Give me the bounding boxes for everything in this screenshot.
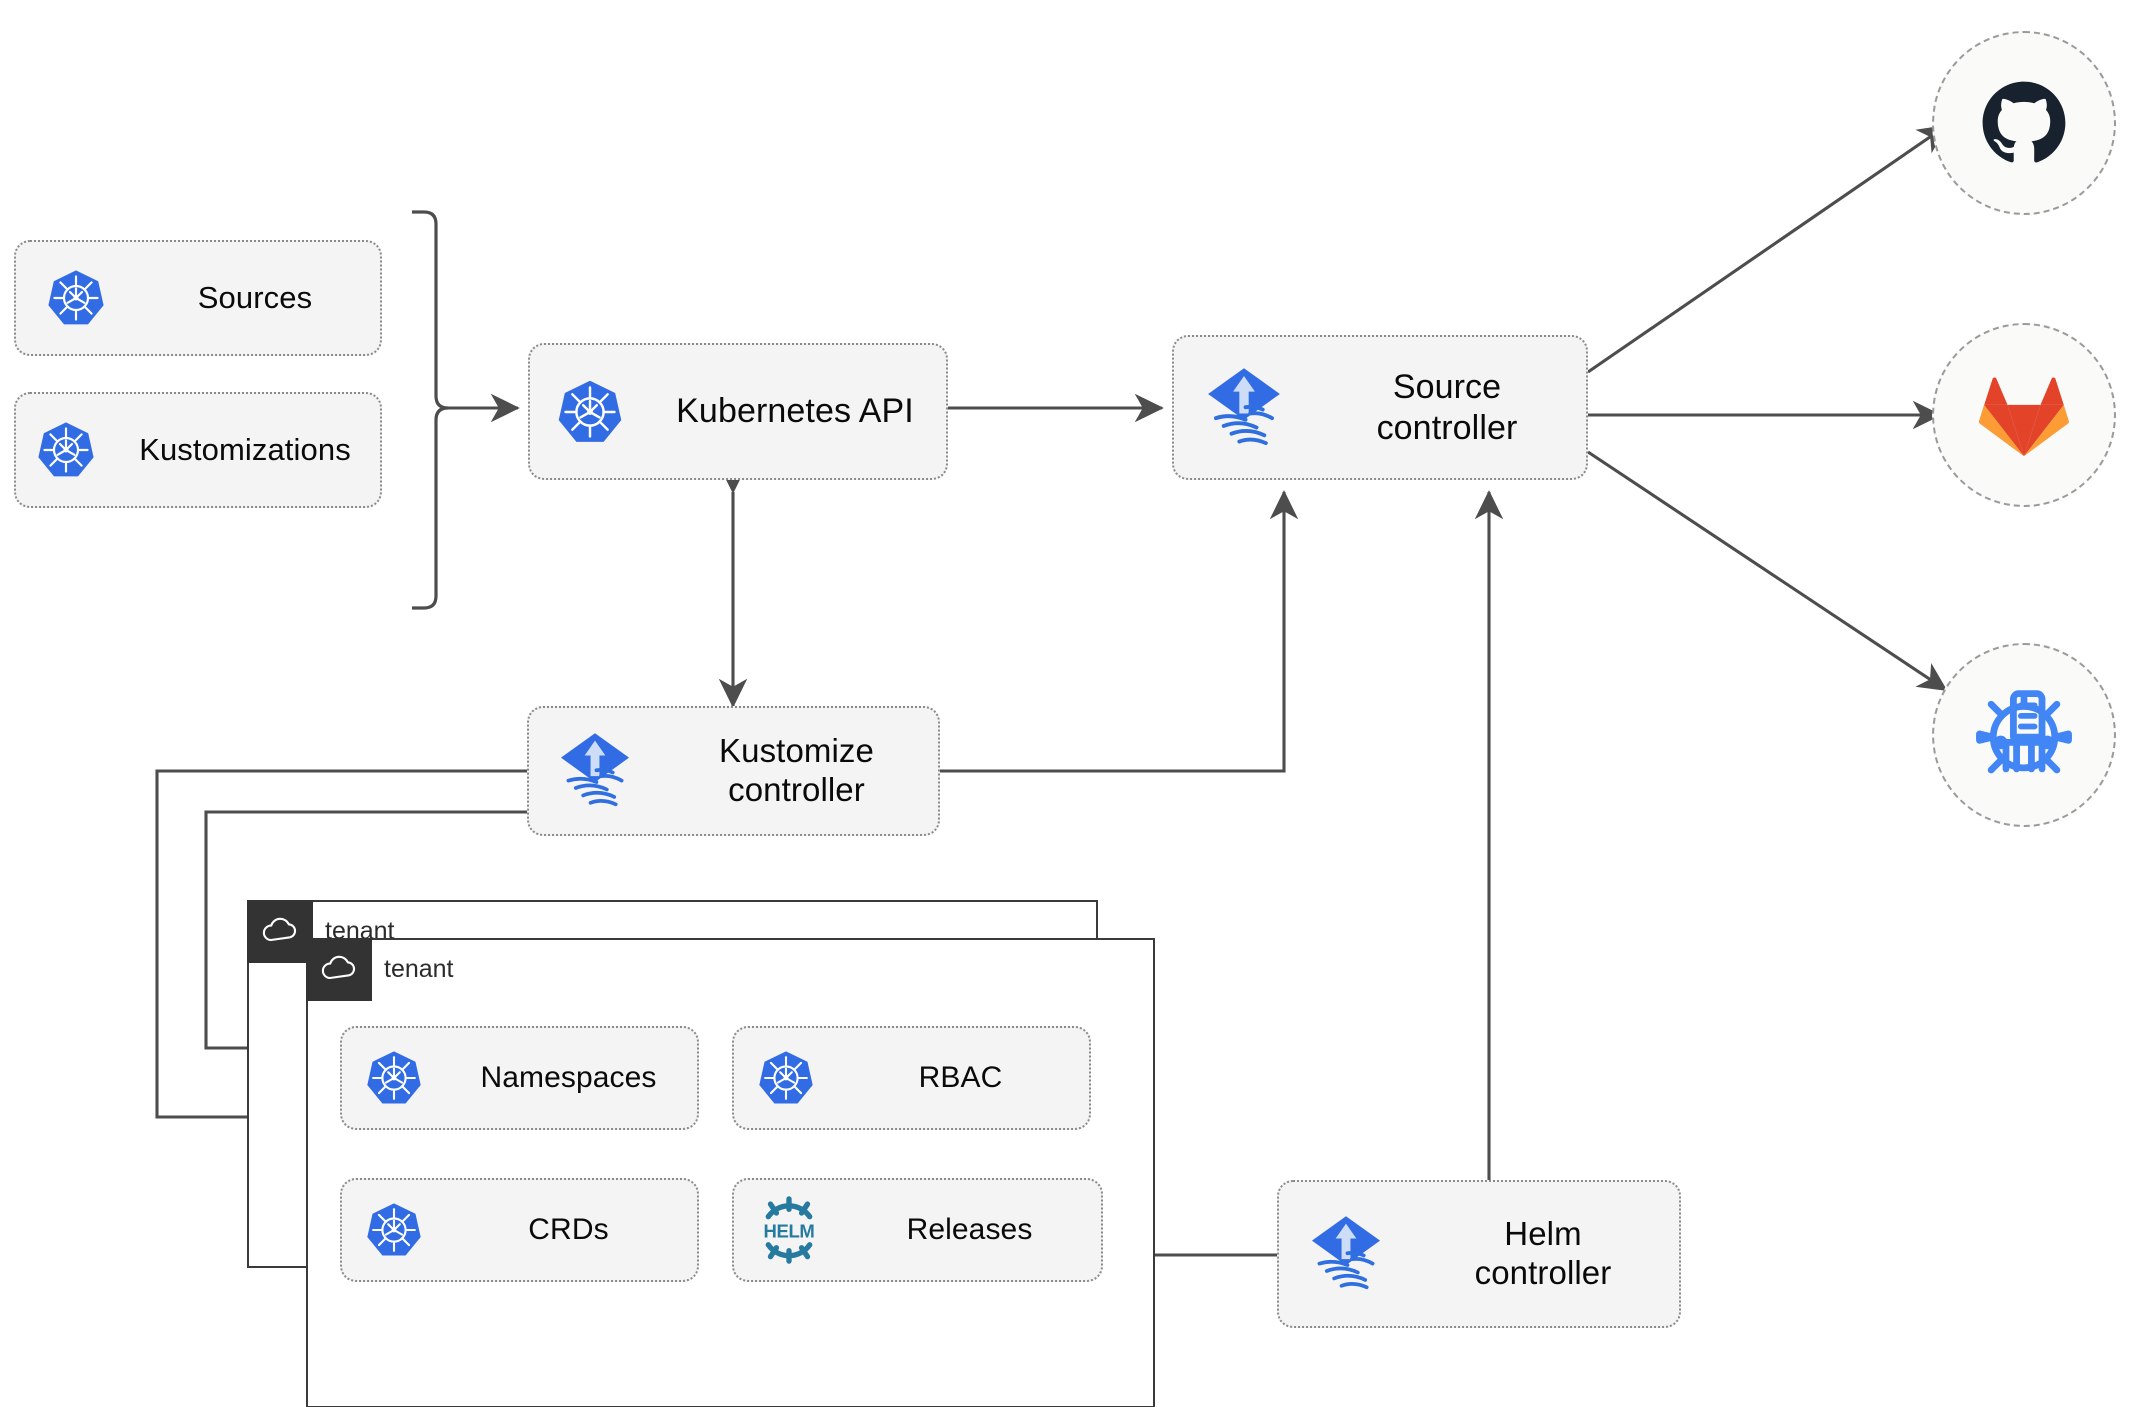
kubernetes-icon: [16, 420, 116, 480]
helm-icon: HELM: [734, 1193, 844, 1267]
tenant-label-front: tenant: [384, 954, 454, 983]
endpoint-gitlab[interactable]: [1932, 323, 2116, 507]
resource-card-label: Namespaces: [480, 1061, 657, 1095]
kubernetes-icon: [530, 378, 650, 446]
edge-source-to-oci: [1587, 450, 1948, 692]
brace-inputs: [412, 210, 449, 610]
kubernetes-icon: [342, 1201, 446, 1259]
resource-card-sources[interactable]: Sources: [14, 240, 382, 356]
helm-repository-icon: [1976, 690, 2072, 774]
flux-icon: [529, 730, 661, 812]
gitlab-icon: [1979, 377, 2069, 457]
kubernetes-icon: [342, 1049, 446, 1107]
node-label: Source controller: [1314, 367, 1586, 447]
resource-card-releases[interactable]: HELM Releases: [732, 1178, 1103, 1282]
edge-source-to-github: [1587, 124, 1948, 374]
resource-card-label: Sources: [197, 279, 313, 315]
node-label-line2: controller: [1474, 1254, 1612, 1291]
tenant-tab-back: [246, 899, 313, 963]
node-label: Kustomize controller: [661, 732, 938, 810]
node-label-line2: controller: [1376, 408, 1518, 447]
resource-card-label: Releases: [906, 1213, 1033, 1247]
cloud-icon: [321, 955, 355, 980]
kubernetes-icon: [734, 1049, 838, 1107]
node-label: Kubernetes API: [676, 392, 914, 431]
node-helm-controller[interactable]: Helm controller: [1277, 1180, 1681, 1328]
tenant-tab-front: [305, 937, 372, 1001]
github-icon: [1982, 81, 2066, 163]
node-label-line1: Helm: [1504, 1215, 1582, 1253]
flux-icon: [1279, 1213, 1413, 1295]
node-source-controller[interactable]: Source controller: [1172, 335, 1588, 480]
svg-text:HELM: HELM: [764, 1220, 815, 1241]
node-label: Helm controller: [1413, 1215, 1679, 1293]
resource-card-rbac[interactable]: RBAC: [732, 1026, 1091, 1130]
resource-card-namespaces[interactable]: Namespaces: [340, 1026, 699, 1130]
resource-card-label: RBAC: [918, 1061, 1003, 1095]
resource-card-label: CRDs: [528, 1213, 609, 1247]
node-kubernetes-api[interactable]: Kubernetes API: [528, 343, 948, 480]
cloud-icon: [262, 917, 296, 942]
tenant-container-front: tenant: [305, 937, 1155, 1407]
node-kustomize-controller[interactable]: Kustomize controller: [527, 706, 940, 836]
resource-card-label: Kustomizations: [139, 431, 351, 467]
endpoint-github[interactable]: [1932, 31, 2116, 215]
edge-kustomize-to-source: [940, 490, 1299, 773]
node-label-line2: controller: [728, 771, 865, 808]
resource-card-kustomizations[interactable]: Kustomizations: [14, 392, 382, 508]
node-label-line1: Source: [1392, 368, 1502, 407]
node-label-line1: Kustomize: [719, 732, 874, 770]
kubernetes-icon: [16, 268, 136, 328]
flux-icon: [1174, 365, 1314, 451]
resource-card-crds[interactable]: CRDs: [340, 1178, 699, 1282]
endpoint-helm-repository[interactable]: [1932, 643, 2116, 827]
